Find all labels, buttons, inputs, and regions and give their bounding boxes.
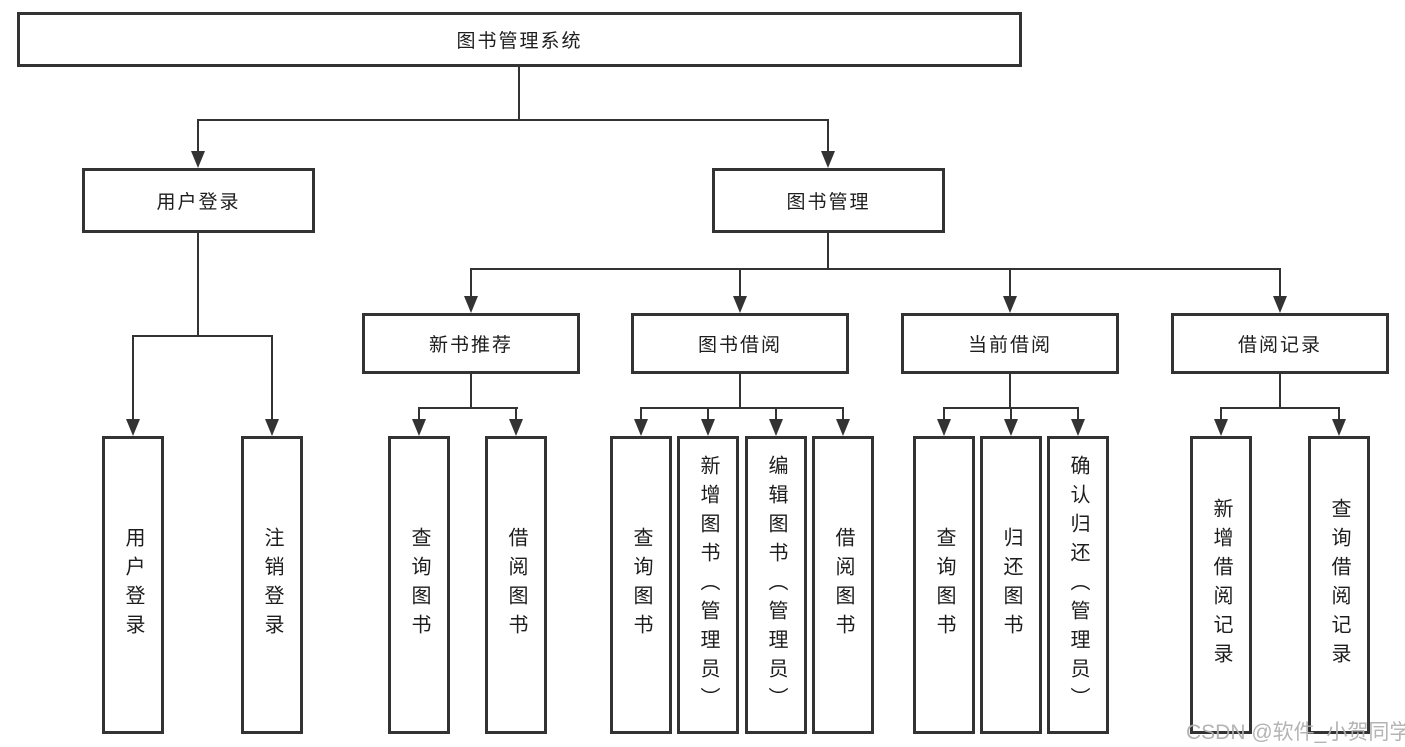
- connector-book-management-stem: [827, 233, 829, 269]
- arrowhead-new-book-recommendation: [464, 296, 478, 313]
- connector-drop-book-borrowing: [739, 269, 741, 298]
- connector-drop-confirm-return: [1077, 408, 1079, 420]
- arrowhead-edit-books: [769, 419, 783, 436]
- connector-drop-borrow-books-2: [842, 408, 844, 420]
- connector-user-login-stem: [197, 233, 199, 336]
- node-library-management-system: 图书管理系统: [17, 12, 1022, 67]
- leaf-borrow-books-recommend: 借阅图书: [485, 436, 547, 734]
- leaf-user-login: 用户登录: [102, 436, 164, 734]
- arrowhead-borrowing-records: [1273, 296, 1287, 313]
- connector-drop-user-login-leaf: [132, 336, 134, 420]
- leaf-query-borrow-record: 查询借阅记录: [1308, 436, 1370, 734]
- connector-drop-add-books: [707, 408, 709, 420]
- node-borrowing-records: 借阅记录: [1171, 313, 1389, 374]
- arrowhead-user-login-leaf: [126, 419, 140, 436]
- node-new-book-recommendation: 新书推荐: [362, 313, 580, 374]
- node-book-borrowing: 图书借阅: [631, 313, 849, 374]
- arrowhead-confirm-return: [1071, 419, 1085, 436]
- leaf-logout: 注销登录: [241, 436, 303, 734]
- connector-level2-bar: [197, 119, 829, 121]
- connector-book-borrowing-stem: [739, 374, 741, 408]
- leaf-add-books-admin: 新增图书（管理员）: [677, 436, 739, 734]
- arrowhead-query-borrow-record: [1332, 419, 1346, 436]
- connector-drop-return-books: [1010, 408, 1012, 420]
- connector-drop-add-borrow-record: [1220, 408, 1222, 420]
- connector-drop-query-books-1: [418, 408, 420, 420]
- connector-drop-borrow-books-1: [515, 408, 517, 420]
- leaf-query-books-current: 查询图书: [913, 436, 975, 734]
- node-book-management: 图书管理: [712, 168, 945, 233]
- leaf-edit-books-admin: 编辑图书（管理员）: [745, 436, 807, 734]
- connector-drop-book-management: [827, 120, 829, 152]
- arrowhead-add-books: [701, 419, 715, 436]
- arrowhead-user-login: [191, 151, 205, 168]
- connector-drop-query-books-2: [640, 408, 642, 420]
- connector-current-borrowing-stem: [1009, 374, 1011, 408]
- csdn-watermark: CSDN @软件_小贺同学: [1186, 721, 1405, 744]
- arrowhead-logout-leaf: [265, 419, 279, 436]
- arrowhead-return-books: [1004, 419, 1018, 436]
- arrowhead-query-books-1: [412, 419, 426, 436]
- connector-user-login-bar: [132, 335, 273, 337]
- leaf-query-books-borrowing: 查询图书: [610, 436, 672, 734]
- node-current-borrowing: 当前借阅: [901, 313, 1119, 374]
- connector-level3-bar: [470, 268, 1281, 270]
- leaf-add-borrow-record: 新增借阅记录: [1190, 436, 1252, 734]
- connector-drop-logout-leaf: [271, 336, 273, 420]
- connector-drop-current-borrowing: [1009, 269, 1011, 298]
- leaf-query-books-recommend: 查询图书: [388, 436, 450, 734]
- node-user-login: 用户登录: [82, 168, 315, 233]
- arrowhead-borrow-books-1: [509, 419, 523, 436]
- connector-borrowing-records-bar: [1220, 407, 1340, 409]
- connector-root-stem: [518, 67, 520, 120]
- connector-drop-user-login: [197, 120, 199, 152]
- arrowhead-borrow-books-2: [836, 419, 850, 436]
- arrowhead-query-books-2: [634, 419, 648, 436]
- connector-new-book-recommendation-bar: [418, 407, 518, 409]
- connector-borrowing-records-stem: [1279, 374, 1281, 408]
- connector-drop-new-book-recommendation: [470, 269, 472, 298]
- connector-drop-edit-books: [775, 408, 777, 420]
- arrowhead-book-borrowing: [733, 296, 747, 313]
- connector-drop-query-borrow-record: [1338, 408, 1340, 420]
- arrowhead-add-borrow-record: [1214, 419, 1228, 436]
- arrowhead-book-management: [821, 151, 835, 168]
- connector-drop-query-books-3: [943, 408, 945, 420]
- connector-book-borrowing-bar: [640, 407, 844, 409]
- leaf-borrow-books-borrowing: 借阅图书: [812, 436, 874, 734]
- leaf-confirm-return-admin: 确认归还（管理员）: [1047, 436, 1109, 734]
- connector-drop-borrowing-records: [1279, 269, 1281, 298]
- arrowhead-current-borrowing: [1003, 296, 1017, 313]
- connector-new-book-recommendation-stem: [470, 374, 472, 408]
- arrowhead-query-books-3: [937, 419, 951, 436]
- leaf-return-books: 归还图书: [980, 436, 1042, 734]
